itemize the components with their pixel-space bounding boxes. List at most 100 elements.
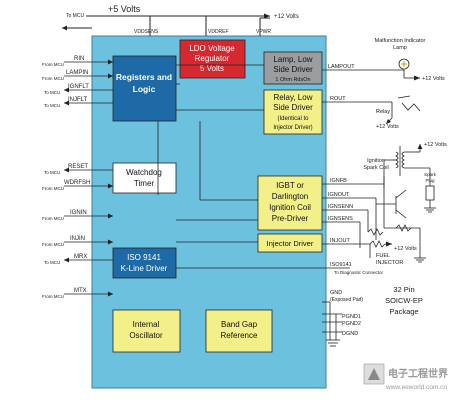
left-pin-lines: [64, 61, 113, 295]
ignition-grounds: [414, 207, 436, 263]
osc-line1: Internal: [133, 320, 160, 329]
pin-mtx-dir: From MCU: [42, 294, 64, 299]
spark-plug-label1: Spark: [424, 172, 437, 177]
vddref-label: VDDREF: [208, 29, 229, 35]
igbt-line3: Ignition Coil: [269, 203, 311, 212]
mil-title2: Lamp: [393, 45, 407, 51]
pgnd1-label: PGND1: [342, 314, 361, 320]
pin-mtx: MTX: [74, 288, 87, 294]
iso9141-label: ISO9141: [330, 262, 352, 268]
pin-ignin-dir: From MCU: [42, 216, 64, 221]
package-line3: Package: [389, 307, 418, 316]
lamp-driver-block: [263, 51, 323, 85]
pgnd2-label: PGND2: [342, 321, 361, 327]
package-line1: 32 Pin: [393, 285, 414, 294]
oscillator-block: [112, 309, 181, 353]
pin-wdrfsh-dir: From MCU: [42, 186, 64, 191]
relay-line1: Relay, Low: [274, 93, 313, 102]
ignout-label: IGNOUT: [328, 192, 350, 198]
coil-label2: Spark Coil: [363, 165, 388, 171]
bandgap-line1: Band Gap: [221, 320, 258, 329]
injector-driver-block: [257, 233, 323, 253]
bandgap-line2: Reference: [221, 331, 258, 340]
injector-driver-label: Injector Driver: [267, 239, 314, 248]
relay-arrow: [386, 119, 391, 124]
relay-note2: Injector Driver): [273, 125, 312, 131]
relay-label: Relay: [376, 109, 390, 115]
plus12-lamp: +12 Volts: [422, 76, 445, 82]
pin-reset: RESET: [68, 164, 88, 170]
dgnd-label: DGND: [342, 331, 358, 337]
gnd-label: GND: [330, 290, 342, 296]
pin-injflt: INJFLT: [68, 97, 88, 103]
iso-line2: K-Line Driver: [121, 264, 168, 273]
registers-logic-block: [112, 55, 177, 122]
pin-ignflt-dir: To MCU: [44, 90, 60, 95]
fuel-injector1: FUEL: [376, 253, 390, 259]
pin-ignflt: IGNFLT: [68, 84, 89, 90]
package-line2: SOICW-EP: [385, 296, 423, 305]
pin-reset-dir: To MCU: [44, 170, 60, 175]
pin-mrx: MRX: [74, 254, 87, 260]
ignsens-label: IGNSENS: [328, 216, 353, 222]
to-mcu-label: To MCU: [66, 13, 84, 19]
fuel-injector2: INJECTOR: [376, 260, 403, 266]
eeworld-watermark: 电子工程世界 www.eeworld.com.cn: [363, 363, 448, 391]
plus12-inj: +12 Volts: [394, 246, 417, 252]
iso-line1: ISO 9141: [127, 253, 161, 262]
registers-line1: Registers and: [116, 72, 172, 82]
ldo-block: [179, 39, 246, 79]
plus12-ign: +12 Volts: [424, 142, 447, 148]
ldo-line1: LDO Voltage: [189, 44, 235, 53]
pin-ignin: IGNIN: [70, 210, 87, 216]
pin-mrx-dir: To MCU: [44, 260, 60, 265]
pin-wdrfsh: WDRFSH: [64, 180, 90, 186]
iso9141-block: [112, 247, 177, 279]
exposed-pad-label: (Exposed Pad): [330, 297, 363, 303]
pin-lampin-dir: From MCU: [42, 76, 64, 81]
pin-injin-dir: From MCU: [42, 242, 64, 247]
supply-rail: [62, 15, 270, 36]
spark-plug-label2: Plug: [425, 178, 435, 183]
plus12-relay: +12 Volts: [376, 124, 399, 130]
watchdog-block: [112, 162, 177, 194]
lamp-line2: Side Driver: [273, 65, 313, 74]
rail-label: +5 Volts: [108, 4, 141, 14]
left-pin-arrows: [64, 59, 113, 297]
mil-title1: Malfunction Indicator: [375, 38, 426, 44]
lamp-output-wiring: [322, 69, 420, 79]
vddsens-label: VDDSENS: [134, 29, 159, 35]
relay-driver-block: [263, 89, 323, 135]
relay-note1: (Identical to: [277, 116, 309, 122]
ground-wiring: [322, 301, 342, 347]
internal-wiring: [157, 64, 264, 243]
ignfb-label: IGNFB: [330, 178, 347, 184]
lamp-line1: Lamp, Low: [273, 55, 312, 64]
igbt-line2: Darlington: [272, 192, 308, 201]
injout-label: INJOUT: [330, 238, 351, 244]
pin-injin: INJIN: [70, 236, 85, 242]
pin-rin: RIN: [74, 56, 84, 62]
watchdog-line2: Timer: [134, 179, 154, 188]
watermark-cn: 电子工程世界: [388, 367, 448, 380]
pin-rin-dir: From MCU: [42, 62, 64, 67]
ldo-line3: 5 Volts: [200, 64, 224, 73]
igbt-line1: IGBT or: [276, 181, 304, 190]
registers-line2: Logic: [133, 84, 156, 94]
arrow-to-mcu: [62, 25, 67, 31]
vpwr-label: VPWR: [256, 29, 271, 35]
bandgap-block: [205, 309, 273, 353]
rout-label: ROUT: [330, 96, 346, 102]
osc-line2: Oscillator: [129, 331, 163, 340]
to-diag-label: To Diagnostic Connector: [334, 270, 384, 275]
lampout-label: LAMPOUT: [328, 64, 355, 70]
watchdog-line1: Watchdog: [126, 168, 162, 177]
lamp-rdson: 1 Ohm RdsOn: [275, 77, 310, 83]
coil-label1: Ignition: [367, 158, 385, 164]
ignsenn-label: IGNSENN: [328, 204, 353, 210]
ignition-wiring: [322, 144, 435, 258]
watermark-url: www.eeworld.com.cn: [385, 384, 447, 391]
ldo-line2: Regulator: [195, 54, 230, 63]
pin-injflt-dir: To MCU: [44, 103, 60, 108]
